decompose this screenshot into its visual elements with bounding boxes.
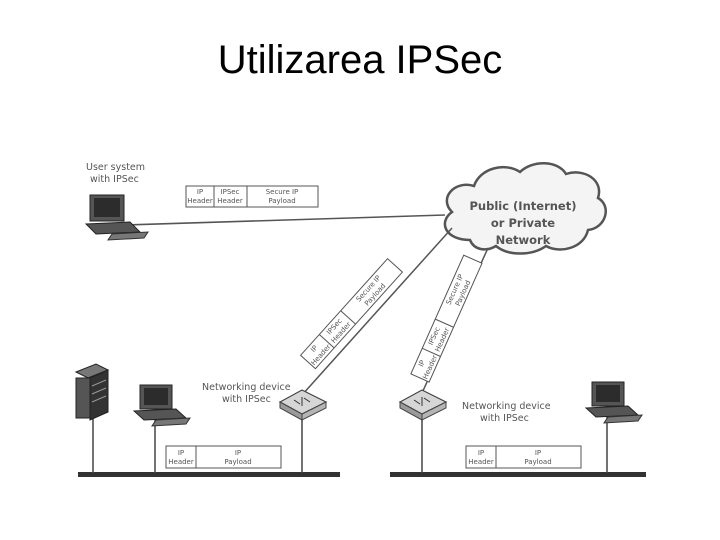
plain-left-ip-label: IP bbox=[178, 449, 184, 457]
network-cloud: Public (Internet) or Private Network bbox=[443, 162, 607, 255]
ipsec-packet-left-link: IP Header IPSec Header Secure IP Payload bbox=[299, 257, 404, 370]
plain-right-ip-label: IP bbox=[478, 449, 484, 457]
left-device-to-cloud-link bbox=[301, 227, 453, 396]
packet-right-ip-label: IP bbox=[417, 359, 427, 368]
packet-top-ip-label: IP bbox=[197, 188, 203, 196]
plain-right-payload-ip-label: IP bbox=[535, 449, 541, 457]
left-lan-computer-icon bbox=[132, 384, 191, 427]
left-device-label-line2: with IPSec bbox=[222, 394, 271, 405]
server-icon bbox=[74, 363, 110, 421]
packet-left-ip-label: IP bbox=[309, 344, 319, 354]
plain-left-header-label: Header bbox=[168, 458, 194, 466]
right-networking-device-icon bbox=[398, 389, 448, 421]
ipsec-packet-top: IP Header IPSec Header Secure IP Payload bbox=[185, 185, 319, 208]
right-lan-bus bbox=[390, 472, 646, 477]
plain-left-payload-label: Payload bbox=[224, 458, 251, 466]
slide-title: Utilizarea IPSec bbox=[217, 38, 503, 82]
user-computer-icon bbox=[84, 194, 149, 241]
packet-top-ipsec-header-label: Header bbox=[217, 197, 243, 205]
cloud-label-line2: or Private bbox=[491, 216, 555, 230]
right-device-label-line2: with IPSec bbox=[480, 413, 529, 424]
user-system-label-line1: User system bbox=[86, 162, 145, 173]
plain-packet-right: IP Header IP Payload bbox=[465, 445, 582, 469]
user-system-label-line2: with IPSec bbox=[90, 174, 139, 185]
packet-top-secure-label: Secure IP bbox=[266, 188, 299, 196]
right-lan-computer-icon bbox=[584, 381, 643, 424]
right-device-label-line1: Networking device bbox=[462, 401, 551, 412]
packet-top-header-label: Header bbox=[187, 197, 213, 205]
left-networking-device-icon bbox=[278, 389, 328, 421]
packet-top-payload-label: Payload bbox=[268, 197, 295, 205]
plain-right-header-label: Header bbox=[468, 458, 494, 466]
plain-left-payload-ip-label: IP bbox=[235, 449, 241, 457]
plain-packet-left: IP Header IP Payload bbox=[165, 445, 282, 469]
cloud-label-line1: Public (Internet) bbox=[470, 199, 577, 213]
packet-top-ipsec-label: IPSec bbox=[221, 188, 240, 196]
user-to-cloud-link bbox=[124, 214, 446, 226]
cloud-label-line3: Network bbox=[496, 233, 551, 247]
plain-right-payload-label: Payload bbox=[524, 458, 551, 466]
ipsec-packet-right-link: IP Header IPSec Header Secure IP Payload bbox=[410, 254, 483, 383]
left-lan-bus bbox=[78, 472, 340, 477]
left-device-label-line1: Networking device bbox=[202, 382, 291, 393]
